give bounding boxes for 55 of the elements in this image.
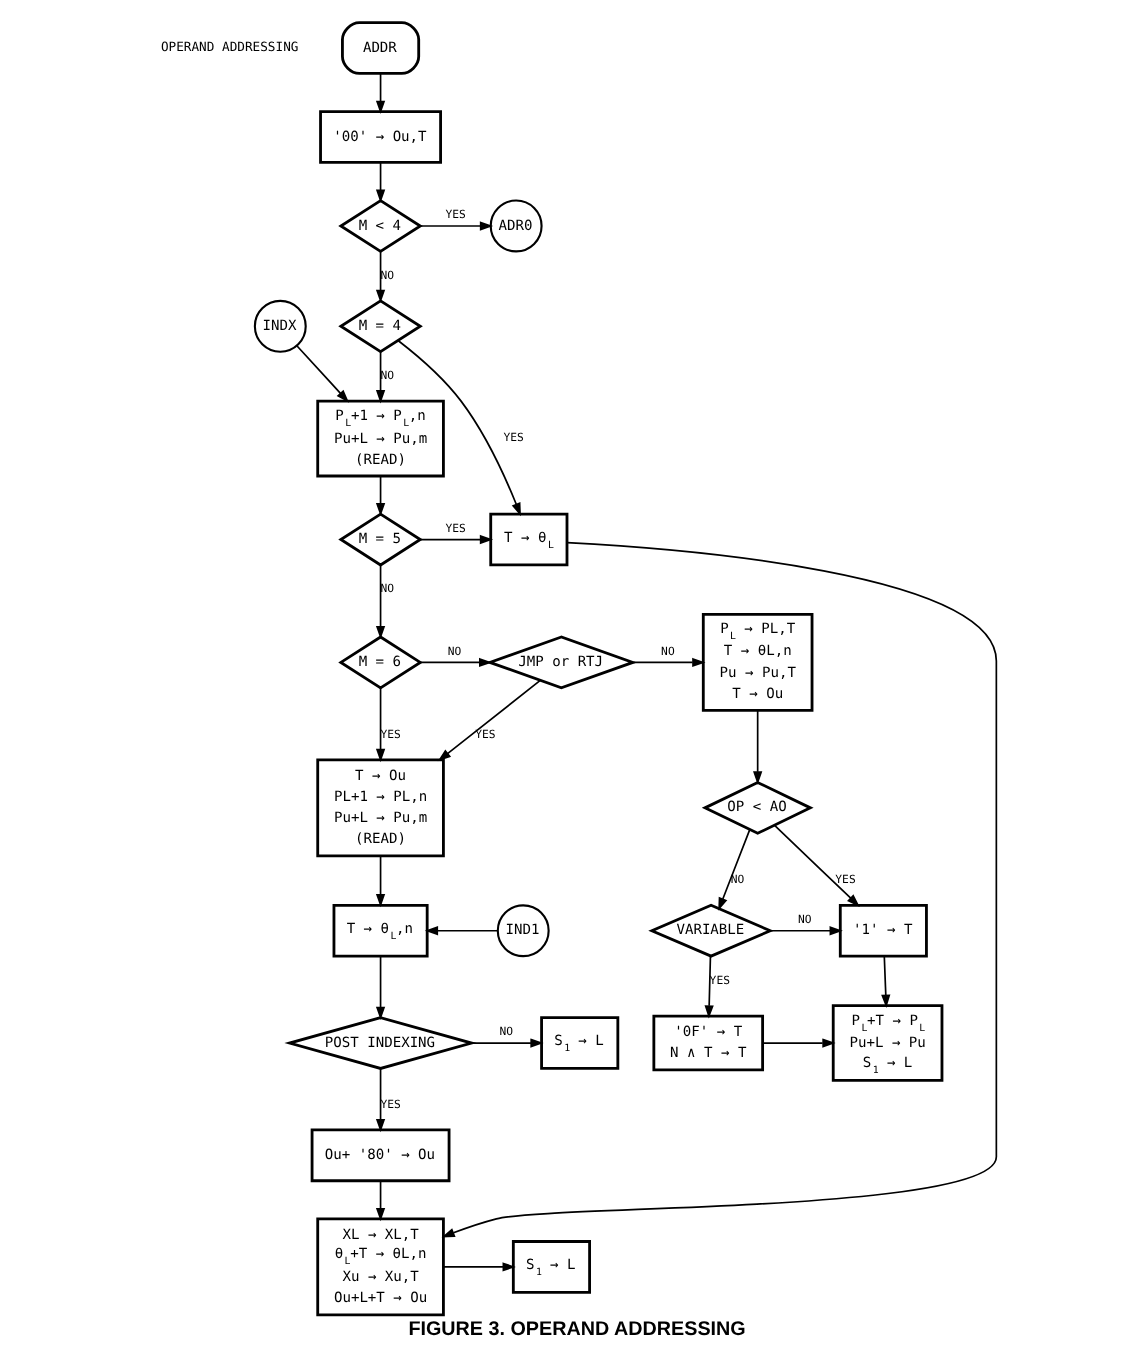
node-circle: INDX bbox=[253, 299, 307, 353]
arrow bbox=[375, 475, 386, 517]
arrow bbox=[419, 221, 494, 231]
arrow bbox=[753, 709, 763, 785]
node-box: '1' → T bbox=[838, 903, 928, 958]
node-diamond: M < 4 bbox=[338, 198, 423, 254]
arrow bbox=[441, 541, 998, 1238]
arrow bbox=[397, 339, 521, 517]
node-box: P$_{L}$ → PL,T T → θL,n Pu → Pu,T T → Ou bbox=[701, 612, 814, 712]
node-box: S$_{1}$ → L bbox=[511, 1240, 591, 1294]
arrow bbox=[375, 564, 386, 640]
arrow bbox=[437, 679, 542, 762]
arrow bbox=[375, 73, 386, 114]
node-box: ADDR bbox=[341, 21, 421, 75]
arrow bbox=[881, 955, 891, 1008]
node-box: T → Ou PL+1 → PL,n Pu+L → Pu,m (READ) bbox=[316, 758, 445, 858]
node-box: Ou+ '80' → Ou bbox=[310, 1128, 451, 1183]
node-diamond: JMP or RTJ bbox=[485, 635, 638, 690]
node-box: '00' → Ou,T bbox=[319, 110, 442, 164]
arrow bbox=[471, 1038, 544, 1048]
arrow bbox=[375, 351, 386, 404]
arrow bbox=[375, 162, 386, 203]
caption: FIGURE 3. OPERAND ADDRESSING bbox=[408, 1318, 746, 1341]
arrow bbox=[375, 855, 386, 908]
arrow bbox=[769, 926, 843, 936]
node-diamond: POST INDEXING bbox=[284, 1016, 477, 1070]
node-diamond: M = 4 bbox=[338, 299, 423, 354]
node-diamond: VARIABLE bbox=[648, 903, 774, 958]
node-box: P$_{L}$+1 → P$_{L}$,n Pu+L → Pu,m (READ) bbox=[316, 399, 445, 478]
arrow bbox=[419, 657, 493, 668]
arrow bbox=[419, 534, 494, 545]
node-circle: ADR0 bbox=[489, 199, 543, 253]
node-diamond: M = 5 bbox=[338, 512, 423, 567]
arrow bbox=[762, 1038, 836, 1048]
node-box: '0F' → T N ∧ T → T bbox=[652, 1014, 764, 1072]
arrow bbox=[296, 344, 350, 403]
node-box: T → θ$_{L}$,n bbox=[332, 903, 429, 958]
arrow bbox=[773, 824, 860, 907]
arrow bbox=[375, 250, 386, 303]
node-box: T → θ$_{L}$ bbox=[489, 512, 569, 567]
arrow bbox=[375, 1180, 386, 1222]
node-box: XL → XL,T θ$_{L}$+T → θL,n Xu → Xu,T Ou+L+T → Ou bbox=[316, 1217, 445, 1317]
arrow bbox=[375, 955, 386, 1020]
node-box: P$_{L}$+T → P$_{L}$ Pu+L → Pu S$_{1}$ → L bbox=[831, 1004, 944, 1082]
arrow bbox=[375, 1067, 386, 1133]
node-diamond: OP < AO bbox=[701, 780, 814, 835]
node-circle: IND1 bbox=[496, 904, 550, 958]
arrow bbox=[632, 657, 706, 668]
arrow bbox=[424, 926, 499, 936]
arrow bbox=[375, 687, 386, 763]
node-box: S$_{1}$ → L bbox=[540, 1016, 620, 1070]
arrow bbox=[718, 828, 751, 911]
node-diamond: M = 6 bbox=[338, 635, 423, 690]
arrow bbox=[443, 1262, 516, 1272]
arrow bbox=[704, 955, 714, 1019]
